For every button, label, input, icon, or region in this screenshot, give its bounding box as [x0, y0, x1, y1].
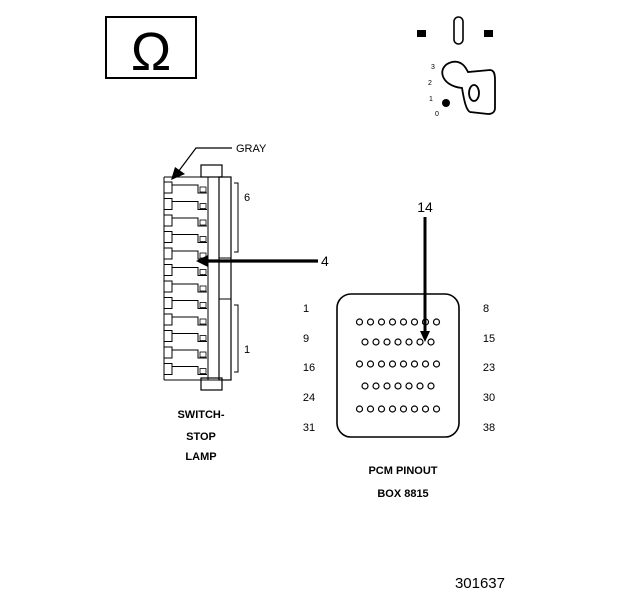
pin-range-bottom: 1: [244, 344, 250, 356]
pcm-pin: [355, 318, 364, 326]
pcm-pin: [416, 382, 424, 390]
terminal-cavity: [164, 181, 207, 194]
pcm-pin: [410, 405, 419, 413]
key-position-1: 1: [429, 96, 433, 103]
terminal-cavity: [164, 297, 207, 309]
pcm-left-label-1: 1: [303, 303, 309, 315]
key-position-2: 2: [428, 80, 432, 87]
terminal-cavity: [164, 363, 207, 375]
pcm-callout-label: 14: [417, 199, 433, 215]
pcm-pin: [416, 338, 424, 346]
ohm-symbol-box: Ω: [105, 16, 197, 82]
pcm-pin: [432, 360, 441, 368]
connector-title-line-1: SWITCH-: [177, 409, 224, 421]
pcm-pin: [432, 405, 441, 413]
pcm-pin: [432, 318, 441, 326]
stop-lamp-switch-connector: GRAY 6 1 4 SWITCH- STOP LAMP: [163, 143, 329, 463]
pcm-pin: [372, 382, 380, 390]
connector-callout-label: 4: [321, 253, 329, 269]
pcm-pin: [421, 405, 430, 413]
pcm-pin: [410, 360, 419, 368]
pcm-pin: [427, 382, 435, 390]
pcm-right-label-4: 30: [483, 392, 495, 404]
terminal-cavity: [164, 198, 207, 210]
pcm-pin: [383, 338, 391, 346]
pcm-left-label-2: 9: [303, 333, 309, 345]
connector-title-line-2: STOP: [186, 431, 216, 443]
pcm-pin: [421, 360, 430, 368]
pcm-pin: [399, 405, 408, 413]
pcm-pinout: 1 9 16 24 31 8 15 23 30 38 14 PCM PINOUT…: [303, 199, 495, 500]
terminal-cavity: [164, 264, 207, 276]
ignition-key-icon: 3 2 1 0: [417, 16, 496, 118]
pcm-pin: [394, 382, 402, 390]
pcm-left-label-4: 24: [303, 392, 315, 404]
pcm-pin: [405, 382, 413, 390]
ohm-icon: Ω: [131, 22, 171, 82]
pcm-pin: [366, 318, 375, 326]
pcm-pin: [377, 405, 386, 413]
wire-color-label: GRAY: [236, 143, 267, 155]
pcm-right-label-1: 8: [483, 303, 489, 315]
pcm-pin: [372, 338, 380, 346]
terminal-cavity: [164, 313, 207, 326]
connector-title-line-3: LAMP: [185, 451, 216, 463]
pcm-pin: [388, 405, 397, 413]
terminal-cavity: [164, 231, 207, 243]
pcm-pin: [394, 338, 402, 346]
pcm-pin: [399, 318, 408, 326]
pcm-pin: [377, 318, 386, 326]
pcm-pin: [405, 338, 413, 346]
pcm-pin: [355, 405, 364, 413]
connector-terminals: [164, 181, 207, 375]
pcm-pin: [399, 360, 408, 368]
pcm-title-line-1: PCM PINOUT: [368, 465, 437, 477]
pcm-pin: [366, 360, 375, 368]
pcm-right-label-2: 15: [483, 333, 495, 345]
pcm-pin: [383, 382, 391, 390]
figure-number: 301637: [455, 575, 505, 592]
pcm-left-label-5: 31: [303, 422, 315, 434]
pcm-right-label-5: 38: [483, 422, 495, 434]
pcm-left-label-3: 16: [303, 362, 315, 374]
terminal-cavity: [164, 346, 207, 359]
pcm-title-line-2: BOX 8815: [377, 488, 428, 500]
terminal-cavity: [164, 280, 207, 293]
pcm-pin: [355, 360, 364, 368]
pcm-right-label-3: 23: [483, 362, 495, 374]
pcm-pin: [410, 318, 419, 326]
pcm-pin: [388, 360, 397, 368]
pcm-pin: [388, 318, 397, 326]
pin-range-top: 6: [244, 192, 250, 204]
terminal-cavity: [164, 247, 207, 260]
terminal-cavity: [164, 330, 207, 342]
pcm-pin: [427, 338, 435, 346]
pcm-pin: [361, 338, 369, 346]
pcm-pin: [361, 382, 369, 390]
key-position-3: 3: [431, 64, 435, 71]
pcm-pins: [355, 318, 441, 413]
terminal-cavity: [164, 214, 207, 227]
key-position-0: 0: [435, 111, 439, 118]
pcm-pin: [377, 360, 386, 368]
pcm-pin: [366, 405, 375, 413]
